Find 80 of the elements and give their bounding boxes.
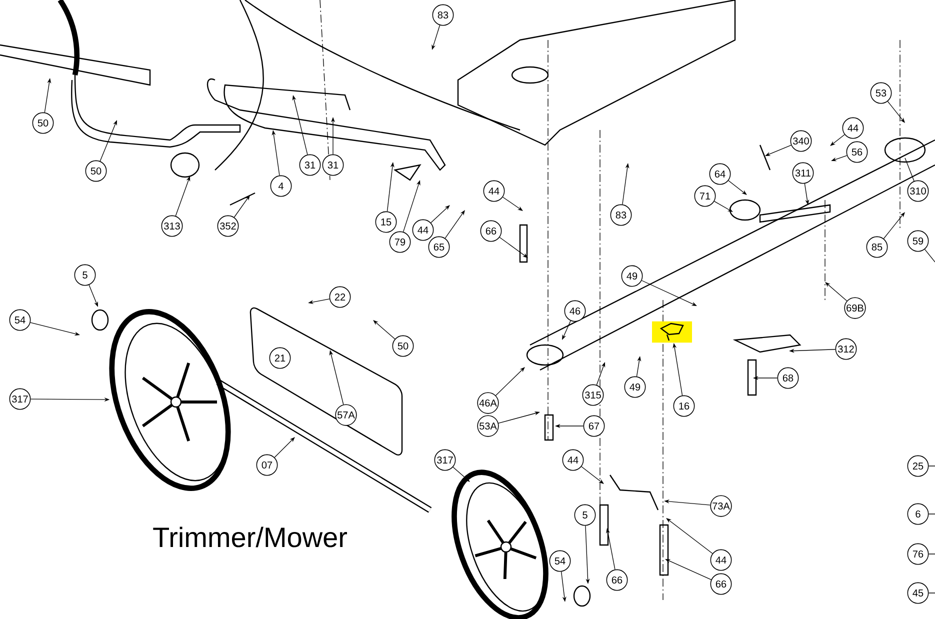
callout-number: 6 — [907, 503, 929, 525]
callout-number: 50 — [32, 112, 54, 134]
callout-number: 352 — [217, 215, 239, 237]
callout-number: 313 — [161, 215, 183, 237]
callout-number: 66 — [606, 569, 628, 591]
leader-line — [825, 282, 848, 302]
callout-number: 57A — [335, 404, 357, 426]
callout-number: 310 — [907, 180, 929, 202]
callout-number: 71 — [694, 185, 716, 207]
callout-number: 317 — [9, 388, 31, 410]
callout-number: 83 — [432, 4, 454, 26]
leader-line — [928, 592, 935, 594]
callout-number: 54 — [9, 309, 31, 331]
callout-number: 44 — [842, 117, 864, 139]
leader-line — [830, 134, 845, 146]
callout-number: 49 — [624, 376, 646, 398]
callout-number: 317 — [434, 449, 456, 471]
leader-line — [430, 205, 450, 224]
callout-number: 21 — [269, 347, 291, 369]
callout-number: 44 — [412, 219, 434, 241]
callout-number: 67 — [583, 415, 605, 437]
callout-number: 44 — [483, 180, 505, 202]
callout-number: 50 — [85, 160, 107, 182]
callout-number: 315 — [582, 384, 604, 406]
leader-line — [666, 518, 713, 554]
wheel-drawing — [109, 309, 231, 491]
callout-number: 15 — [375, 211, 397, 233]
callout-number: 5 — [574, 504, 596, 526]
leader-line — [883, 212, 905, 239]
callout-number: 31 — [299, 154, 321, 176]
callout-number: 56 — [846, 141, 868, 163]
leader-line — [924, 249, 935, 262]
callout-number: 25 — [907, 455, 929, 477]
callout-number: 22 — [329, 286, 351, 308]
callout-number: 5 — [74, 264, 96, 286]
wheel-drawing — [452, 470, 548, 619]
leader-line — [714, 201, 733, 212]
callout-number: 46A — [477, 392, 499, 414]
callout-number: 53A — [477, 415, 499, 437]
leader-line — [373, 320, 396, 340]
callout-number: 69B — [844, 297, 866, 319]
callout-number: 16 — [673, 395, 695, 417]
leader-line — [728, 180, 747, 195]
callout-number: 44 — [562, 449, 584, 471]
leader-line — [274, 437, 295, 458]
leader-line — [887, 101, 905, 123]
callout-number: 50 — [392, 335, 414, 357]
callout-number: 31 — [322, 154, 344, 176]
callout-number: 53 — [870, 82, 892, 104]
callout-number: 4 — [270, 175, 292, 197]
leader-line — [502, 196, 523, 211]
callout-number: 79 — [389, 231, 411, 253]
callout-number: 66 — [710, 573, 732, 595]
callout-number: 64 — [709, 163, 731, 185]
leader-line — [581, 466, 604, 484]
callout-number: 312 — [835, 338, 857, 360]
callout-number: 311 — [792, 162, 814, 184]
callout-number: 83 — [610, 204, 632, 226]
leader-line — [904, 158, 914, 182]
leader-line — [499, 237, 528, 258]
callout-number: 68 — [777, 367, 799, 389]
callout-number: 44 — [710, 549, 732, 571]
callout-number: 49 — [621, 265, 643, 287]
callout-number: 46 — [564, 300, 586, 322]
leader-line — [452, 466, 470, 482]
callout-number: 340 — [790, 130, 812, 152]
callout-number: 07 — [256, 454, 278, 476]
highlighted-bracket-drawing — [652, 321, 692, 343]
callout-number: 66 — [480, 220, 502, 242]
callout-number: 45 — [907, 582, 929, 604]
callout-number: 73A — [710, 495, 732, 517]
callout-number: 85 — [866, 236, 888, 258]
leader-line — [234, 195, 250, 218]
callout-number: 54 — [549, 550, 571, 572]
callout-number: 59 — [907, 230, 929, 252]
callout-number: 65 — [428, 236, 450, 258]
leader-line — [495, 367, 525, 396]
title: Trimmer/Mower — [153, 526, 347, 548]
callout-number: 76 — [907, 543, 929, 565]
leader-line — [444, 210, 465, 239]
